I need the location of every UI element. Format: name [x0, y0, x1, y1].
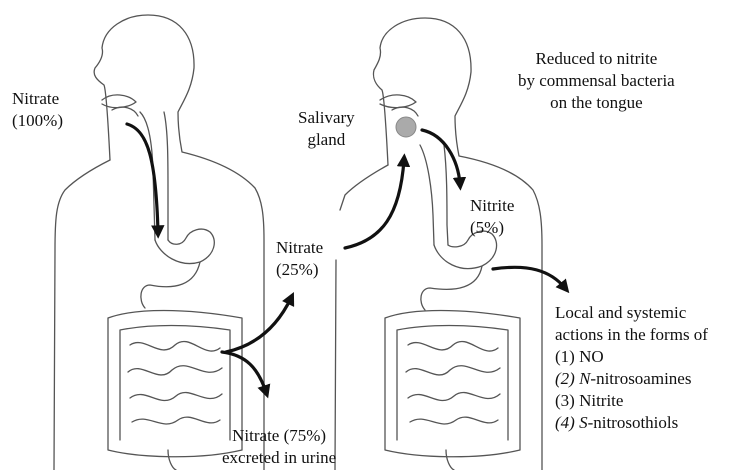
arrow-nitrate-to-circulation: [224, 291, 295, 354]
label-left-nitrate: Nitrate (100%): [12, 88, 63, 132]
action-item: (3) Nitrite: [555, 391, 624, 410]
right-human-figure: [334, 17, 543, 470]
left-mouth-inner: [111, 106, 139, 117]
left-stomach: [154, 228, 215, 265]
label-actions-list: Local and systemic actions in the forms …: [555, 302, 708, 434]
label-salivary-gland-line2: gland: [307, 130, 346, 149]
label-nitrite-swallowed: Nitrite (5%): [470, 195, 514, 239]
label-nitrate-recirc-line1: Nitrate: [276, 238, 324, 257]
salivary-gland-mark: [395, 116, 417, 138]
action-item: (4) S-nitrosothiols: [555, 413, 679, 432]
right-colon: [384, 309, 521, 458]
right-rectum: [445, 449, 455, 470]
left-human-figure: [53, 14, 265, 470]
arrow-ingested-nitrate: [125, 122, 165, 239]
right-stomach: [433, 230, 498, 270]
label-nitrate-recirculated: Nitrate (25%): [276, 237, 323, 281]
label-left-nitrate-line1: Nitrate: [12, 89, 60, 108]
label-reduced-line2: by commensal bacteria: [518, 71, 675, 90]
right-body-outline-left: [339, 164, 389, 211]
action-item: (2) N-nitrosoamines: [555, 369, 692, 388]
right-mouth: [379, 94, 417, 109]
label-nitrate-excreted: Nitrate (75%) excreted in urine: [222, 425, 336, 469]
left-colon-inner: [119, 324, 231, 441]
label-salivary-gland-line1: Salivary: [298, 108, 355, 127]
label-salivary-gland: Salivary gland: [298, 107, 355, 151]
right-duodenum: [420, 265, 483, 311]
label-actions-line2: actions in the forms of: [555, 325, 708, 344]
right-mouth-inner: [391, 106, 419, 117]
arrow-nitrite-swallowed: [420, 128, 467, 191]
label-nitrate-excreted-line1: Nitrate (75%): [232, 426, 327, 445]
right-colon-inner: [396, 324, 509, 441]
right-body-outline-lower: [334, 259, 337, 470]
left-mouth: [101, 94, 137, 109]
arrow-nitrite-to-actions: [491, 265, 570, 294]
flow-arrows: [125, 122, 570, 399]
label-reduced-line1: Reduced to nitrite: [535, 49, 658, 68]
right-body-outline: [372, 17, 543, 470]
label-nitrate-excreted-line2: excreted in urine: [222, 448, 337, 467]
arrow-nitrate-to-urine: [220, 350, 271, 399]
label-reduced-line3: on the tongue: [550, 93, 643, 112]
left-duodenum: [140, 261, 201, 309]
label-actions-line1: Local and systemic: [555, 303, 687, 322]
action-item: (1) NO: [555, 347, 604, 366]
label-nitrate-recirc-line2: (25%): [276, 260, 319, 279]
right-esophagus: [419, 144, 449, 246]
left-colon: [107, 309, 243, 458]
label-nitrite-line2: (5%): [470, 218, 504, 237]
right-small-intestine: [405, 340, 501, 425]
left-small-intestine: [127, 340, 223, 425]
label-reduced-to-nitrite: Reduced to nitrite by commensal bacteria…: [518, 48, 675, 114]
left-body-outline: [93, 14, 265, 470]
label-nitrite-line1: Nitrite: [470, 196, 515, 215]
label-left-nitrate-line2: (100%): [12, 111, 63, 130]
left-rectum: [167, 449, 177, 470]
left-body-outline-left: [53, 159, 111, 470]
arrow-nitrate-to-salivary-gland: [343, 153, 411, 250]
